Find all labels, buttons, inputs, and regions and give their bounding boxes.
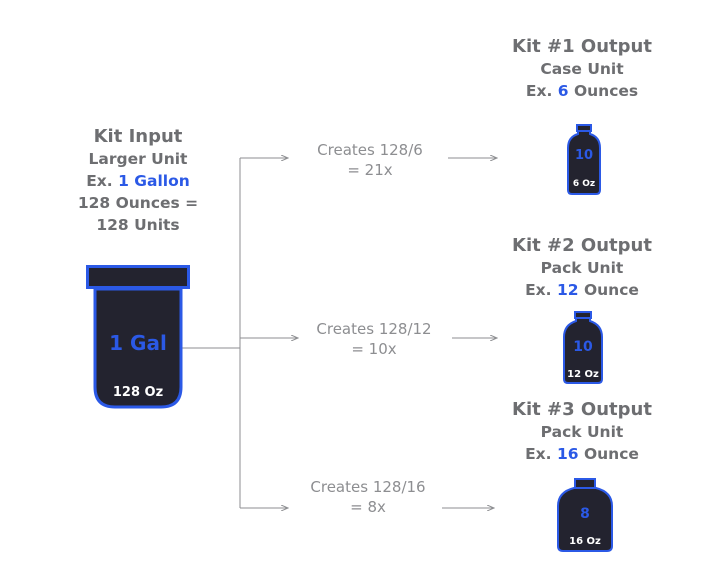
bottle-12oz-label: 12 Oz <box>567 369 599 380</box>
kit-input-units: 128 Units <box>96 216 180 234</box>
kit-2-output-example: Ex. 12 Ounce <box>525 281 639 299</box>
bottle-16oz-icon <box>557 478 613 552</box>
branch-1-creates-label: Creates 128/6 = 21x <box>317 141 423 179</box>
kit-input-unit: Larger Unit <box>88 150 188 168</box>
bottle-16oz-count: 8 <box>580 506 590 522</box>
kit-input-heading: Kit Input Larger Unit Ex. 1 Gallon 128 O… <box>38 126 238 236</box>
kit-1-output-unit: Case Unit <box>540 60 624 78</box>
kit-3-output-title: Kit #3 Output <box>512 399 652 420</box>
kit-input-example: Ex. 1 Gallon <box>86 172 190 190</box>
kit-3-output-heading: Kit #3 Output Pack Unit Ex. 16 Ounce <box>472 399 692 465</box>
bottle-12oz-count: 10 <box>573 339 593 355</box>
kit-2-output-unit: Pack Unit <box>540 259 624 277</box>
bottle-12oz-icon <box>563 311 603 384</box>
kit-input-title: Kit Input <box>93 126 183 147</box>
branch-3-creates-label: Creates 128/16 = 8x <box>310 478 426 516</box>
branch-2-creates-label: Creates 128/12 = 10x <box>316 320 432 358</box>
kit-1-output-heading: Kit #1 Output Case Unit Ex. 6 Ounces <box>472 36 692 102</box>
gallon-container: 1 Gal 128 Oz <box>86 265 190 410</box>
bottle-6oz-icon <box>567 124 601 195</box>
bottle-12oz: 10 12 Oz <box>562 311 604 385</box>
bottle-6oz: 10 6 Oz <box>566 124 602 196</box>
bottle-6oz-label: 6 Oz <box>572 179 596 189</box>
gallon-label: 1 Gal <box>109 331 167 355</box>
kit-3-output-unit: Pack Unit <box>540 423 624 441</box>
kit-input-ounces: 128 Ounces = <box>77 194 199 212</box>
kit-3-output-example: Ex. 16 Ounce <box>525 445 639 463</box>
kit-2-output-title: Kit #2 Output <box>512 235 652 256</box>
kit-2-output-heading: Kit #2 Output Pack Unit Ex. 12 Ounce <box>472 235 692 301</box>
kit-1-output-title: Kit #1 Output <box>512 36 652 57</box>
kit-1-output-example: Ex. 6 Ounces <box>525 82 639 100</box>
bottle-16oz-label: 16 Oz <box>569 536 601 547</box>
bottle-6oz-count: 10 <box>574 148 594 163</box>
bottle-16oz: 8 16 Oz <box>556 478 614 553</box>
gallon-ounces: 128 Oz <box>112 385 164 400</box>
gallon-container-icon <box>86 265 190 409</box>
